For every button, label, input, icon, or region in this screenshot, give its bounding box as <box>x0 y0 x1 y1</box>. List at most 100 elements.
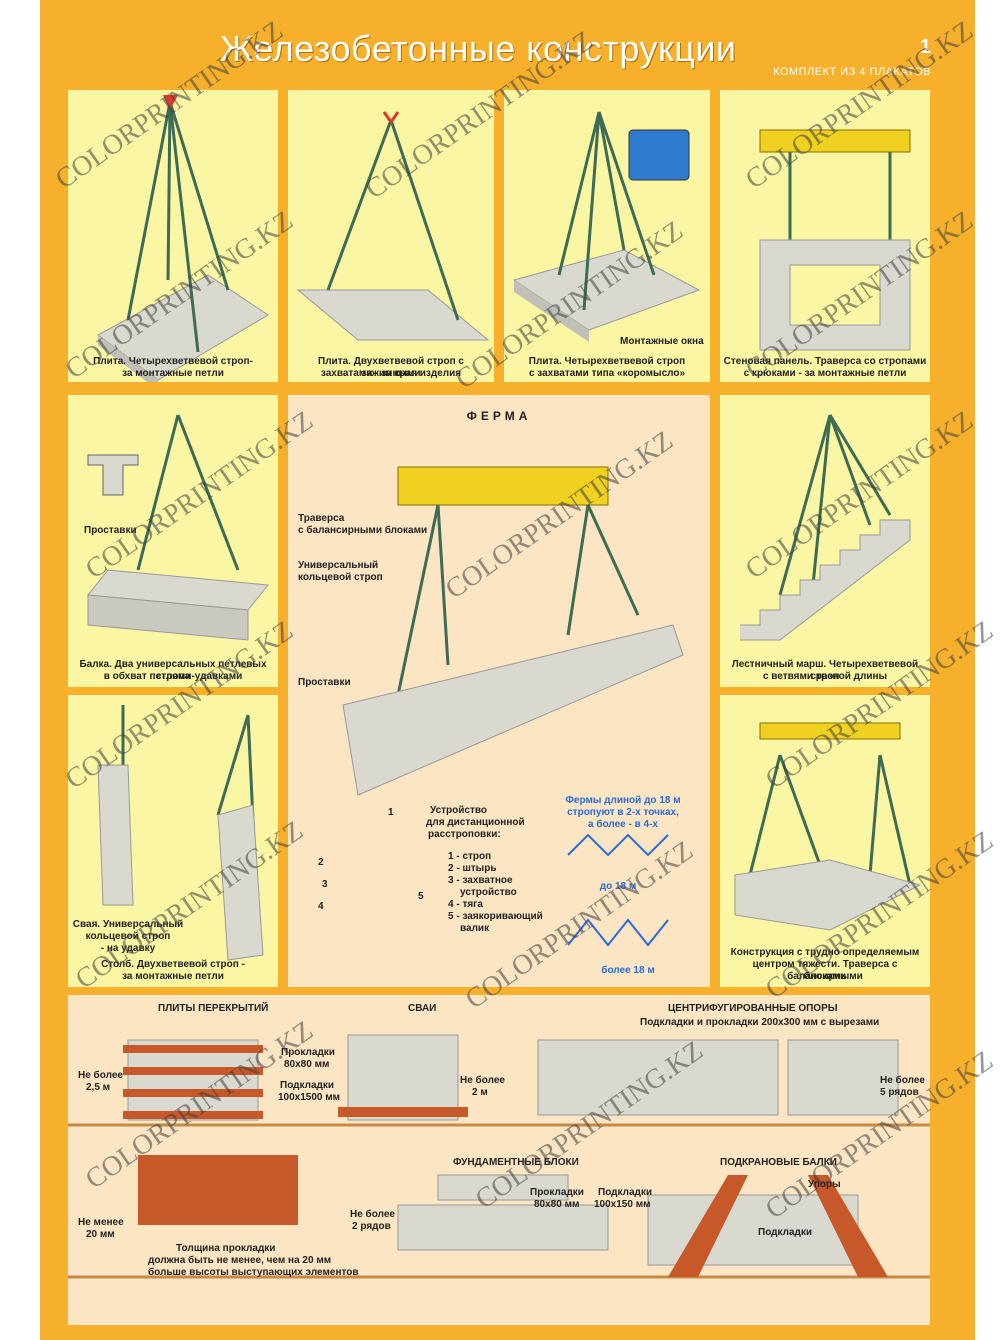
caption-line: за монтажные петли <box>122 971 224 982</box>
caption-line: Стеновая панель. Траверса со стропами <box>723 356 927 367</box>
label-ring-sling: Универсальный <box>298 560 379 571</box>
truss-illustration <box>342 466 684 947</box>
sub-label: Подкладки <box>758 1227 813 1238</box>
pad-note: должна быть не менее, чем на 20 мм <box>148 1255 332 1266</box>
limit-label: Не более <box>880 1075 925 1086</box>
pad-label: 80х80 мм <box>284 1059 330 1070</box>
caption-line: в обхват петлями-удавками <box>103 671 243 682</box>
panel-pile-column: Свая. Универсальный кольцевой строп - на… <box>68 695 278 987</box>
limit-label: 2 м <box>472 1087 488 1098</box>
device-item: валик <box>460 923 490 934</box>
label-ring-sling: кольцевой строп <box>298 572 383 583</box>
truss-length-over: более 18 м <box>601 965 655 976</box>
caption-line: Балка. Два универсальных петлевых стропа <box>79 659 267 682</box>
panel-truss: ФЕРМА Траверса с балансирными блоками Ун… <box>288 395 710 987</box>
panel-stair-flight: Лестничный марш. Четырехветвевой строп с… <box>720 395 930 687</box>
device-item: 2 - штырь <box>448 863 497 874</box>
slab-four-leg-illustration <box>97 95 269 382</box>
caption-line: - на удавку <box>100 943 156 954</box>
slab-two-leg-illustration <box>296 111 490 341</box>
label-mounting-windows: Монтажные окна <box>620 336 704 347</box>
caption-line: Лестничный марш. Четырехветвевой строп <box>731 659 919 682</box>
label-traverse: с балансирными блоками <box>298 525 428 536</box>
device-number: 2 <box>318 857 324 868</box>
device-item: 5 - заякоривающий <box>448 911 543 922</box>
caption-line: Плита. Двухветвевой строп с зажимными <box>318 356 464 379</box>
truss-note: а более - в 4-х <box>588 819 658 830</box>
limit-label: 2 рядов <box>352 1221 391 1232</box>
truss-note: стропуют в 2-х точках, <box>567 807 679 818</box>
label-device: Устройство <box>430 805 487 816</box>
device-number: 1 <box>388 807 394 818</box>
pad-label: Прокладки <box>530 1187 584 1198</box>
sub-label: 100х1500 мм <box>278 1092 341 1103</box>
label-device: для дистанционной <box>426 817 525 828</box>
panel-slab-yoke-grip: Монтажные окна Плита. Четырехветвевой ст… <box>504 90 710 382</box>
wall-panel-illustration <box>759 129 911 351</box>
poles-sub: Подкладки и прокладки 200х300 мм с вырез… <box>640 1017 880 1028</box>
stair-illustration <box>740 414 911 641</box>
panel-beam: Проставки Балка. Два универсальных петле… <box>68 395 278 687</box>
poster-title: Железобетонные конструкции <box>220 28 737 69</box>
pile-column-illustration <box>97 705 264 961</box>
pad-label: Прокладки <box>281 1047 335 1058</box>
limit-label: Не более <box>460 1075 505 1086</box>
poster-number: 1 <box>919 36 931 58</box>
limit-label: Не более <box>350 1209 395 1220</box>
sub-label: 100х150 мм <box>594 1199 651 1210</box>
panel-unknown-cog: Конструкция с трудно определяемым центро… <box>720 695 930 987</box>
panel-slab-four-leg: Плита. Четырехветвевой строп- за монтажн… <box>68 90 278 382</box>
pad-label: 80х80 мм <box>534 1199 580 1210</box>
limit-label: 5 рядов <box>880 1087 919 1098</box>
caption-line: кольцевой строп <box>85 931 171 942</box>
caption-line: Столб. Двухветвевой строп - <box>101 959 245 970</box>
storage-slabs-heading: ПЛИТЫ ПЕРЕКРЫТИЙ <box>158 1003 269 1014</box>
limit-label: 2,5 м <box>86 1082 111 1093</box>
caption-line: Плита. Четырехветвевой строп <box>528 356 686 367</box>
truss-note: Фермы длиной до 18 м <box>565 795 681 806</box>
caption-line: с крюками - за монтажные петли <box>743 368 907 379</box>
device-item: 3 - захватное <box>448 875 513 886</box>
panel-slab-two-leg: Плита. Двухветвевой строп с зажимными за… <box>288 90 494 382</box>
storage-illustration <box>68 1034 930 1279</box>
sub-label: Подкладки <box>280 1080 335 1091</box>
caption-line: захватами - за края изделия <box>320 368 462 379</box>
caption-line: с ветвями разной длины <box>762 671 888 682</box>
panel-wall-panel: Стеновая панель. Траверса со стропами с … <box>720 90 930 382</box>
panel-storage: ПЛИТЫ ПЕРЕКРЫТИЙ Не более 2,5 м Прокладк… <box>68 995 930 1325</box>
slab-yoke-illustration <box>512 111 701 342</box>
poster-kit-label: КОМПЛЕКТ ИЗ 4 ПЛАКАТОВ <box>773 66 931 78</box>
caption-line: центром тяжести. Траверса с балансирными <box>752 959 898 982</box>
caption-line: Конструкция с трудно определяемым <box>730 947 920 958</box>
stops-label: Упоры <box>808 1179 841 1190</box>
device-item: 4 - тяга <box>448 899 483 910</box>
pad-note: Толщина прокладки <box>176 1243 276 1254</box>
caption-line: блоками <box>803 971 847 982</box>
storage-crane-heading: ПОДКРАНОВЫЕ БАЛКИ <box>720 1157 837 1168</box>
caption-line: Свая. Универсальный <box>72 919 184 930</box>
device-item: устройство <box>460 887 517 898</box>
caption-line: за монтажные петли <box>122 368 224 379</box>
label-spacers: Проставки <box>84 525 137 536</box>
traverse-balance-illustration <box>734 722 922 931</box>
storage-piles-heading: СВАИ <box>408 1003 437 1014</box>
truss-length-upto: до 18 м <box>599 881 637 892</box>
poster: Железобетонные конструкции 1 КОМПЛЕКТ ИЗ… <box>40 0 999 1340</box>
limit-label: 20 мм <box>86 1229 115 1240</box>
device-number: 5 <box>418 891 424 902</box>
caption-line: с захватами типа «коромысло» <box>528 368 686 379</box>
device-item: 1 - строп <box>448 851 492 862</box>
caption-line: Плита. Четырехветвевой строп- <box>93 356 253 367</box>
label-spacers: Проставки <box>298 677 351 688</box>
label-traverse: Траверса <box>298 513 345 524</box>
truss-title: ФЕРМА <box>466 409 532 423</box>
beam-illustration <box>87 414 269 641</box>
sub-label: Подкладки <box>598 1187 653 1198</box>
pad-note: больше высоты выступающих элементов <box>148 1267 359 1278</box>
storage-poles-heading: ЦЕНТРИФУГИРОВАННЫЕ ОПОРЫ <box>668 1003 838 1014</box>
limit-label: Не более <box>78 1070 123 1081</box>
limit-label: Не менее <box>78 1217 124 1228</box>
label-device: расстроповки: <box>428 829 501 840</box>
storage-blocks-heading: ФУНДАМЕНТНЫЕ БЛОКИ <box>453 1157 579 1168</box>
device-number: 4 <box>318 901 324 912</box>
